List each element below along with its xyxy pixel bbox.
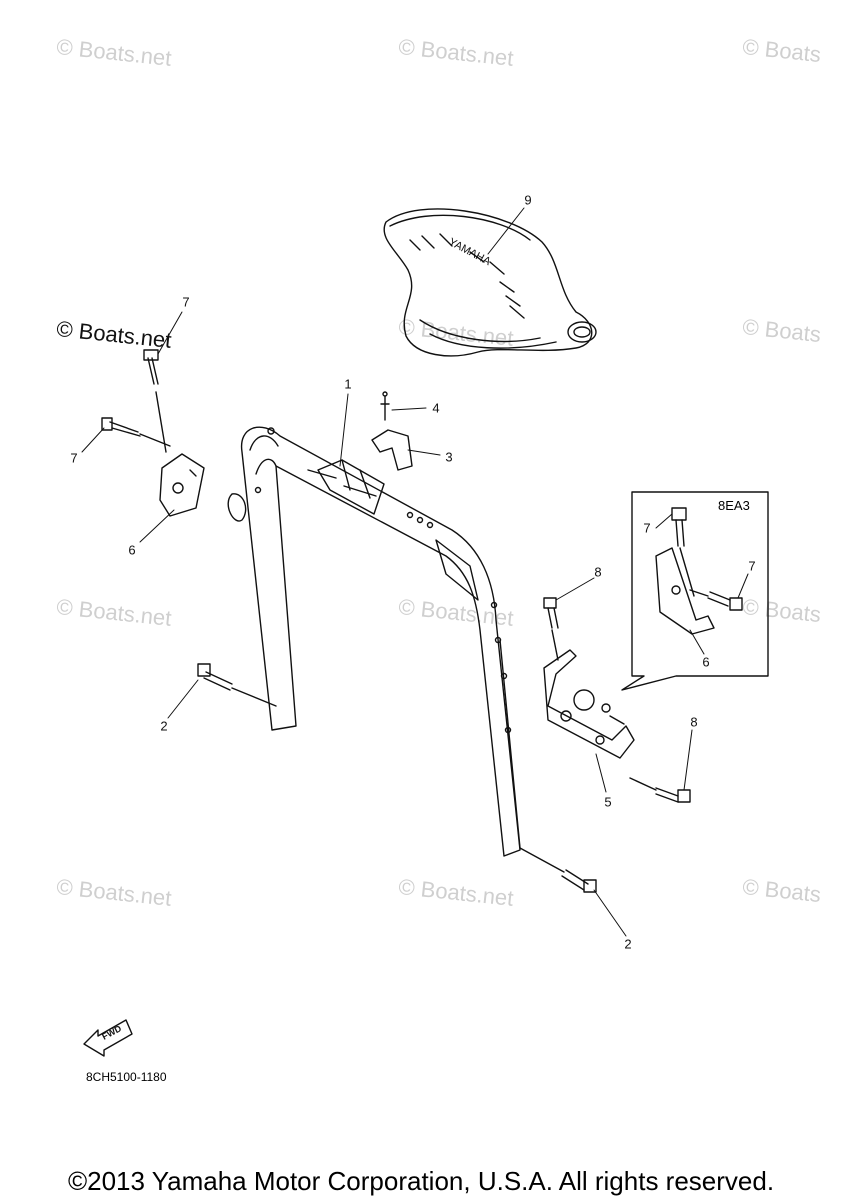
callout-2: 2 <box>160 718 168 734</box>
fwd-label: FWD <box>100 1023 123 1042</box>
bolt-part-7-top <box>143 349 167 453</box>
inset-box-8ea3 <box>621 491 769 691</box>
rivet-part-4 <box>380 391 390 421</box>
bolt-part-2-right <box>519 847 597 893</box>
fwd-arrow-icon: FWD <box>83 1019 133 1057</box>
bolt-part-8-right <box>629 777 691 803</box>
callout-7: 7 <box>748 558 756 574</box>
diagram-code: 8CH5100-1180 <box>86 1070 167 1084</box>
callout-1: 1 <box>344 376 352 392</box>
callout-2: 2 <box>624 936 632 952</box>
callout-3: 3 <box>445 449 453 465</box>
bolt-part-2-left <box>197 663 277 707</box>
bolt-part-8-top <box>543 597 559 661</box>
callout-4: 4 <box>432 400 440 416</box>
callout-6: 6 <box>128 542 136 558</box>
copyright-footer: ©2013 Yamaha Motor Corporation, U.S.A. A… <box>67 1166 775 1196</box>
callout-7: 7 <box>70 450 78 466</box>
clip-part-3 <box>371 429 413 471</box>
inset-label: 8EA3 <box>718 498 750 513</box>
bracket-part-5 <box>543 649 635 759</box>
callout-9: 9 <box>524 192 532 208</box>
callout-8: 8 <box>690 714 698 730</box>
leader-lines <box>81 207 749 937</box>
bolt-part-7-left <box>101 417 171 447</box>
callout-7: 7 <box>643 520 651 536</box>
seat-brand-text: YAMAHA <box>447 236 494 268</box>
callout-8: 8 <box>594 564 602 580</box>
callout-6: 6 <box>702 654 710 670</box>
hook-ring <box>227 493 247 522</box>
bracket-part-6-left <box>159 453 205 517</box>
callout-5: 5 <box>604 794 612 810</box>
handle-pole-part-1 <box>240 426 521 857</box>
seat-part-9: YAMAHA <box>383 208 597 357</box>
callout-7: 7 <box>182 294 190 310</box>
